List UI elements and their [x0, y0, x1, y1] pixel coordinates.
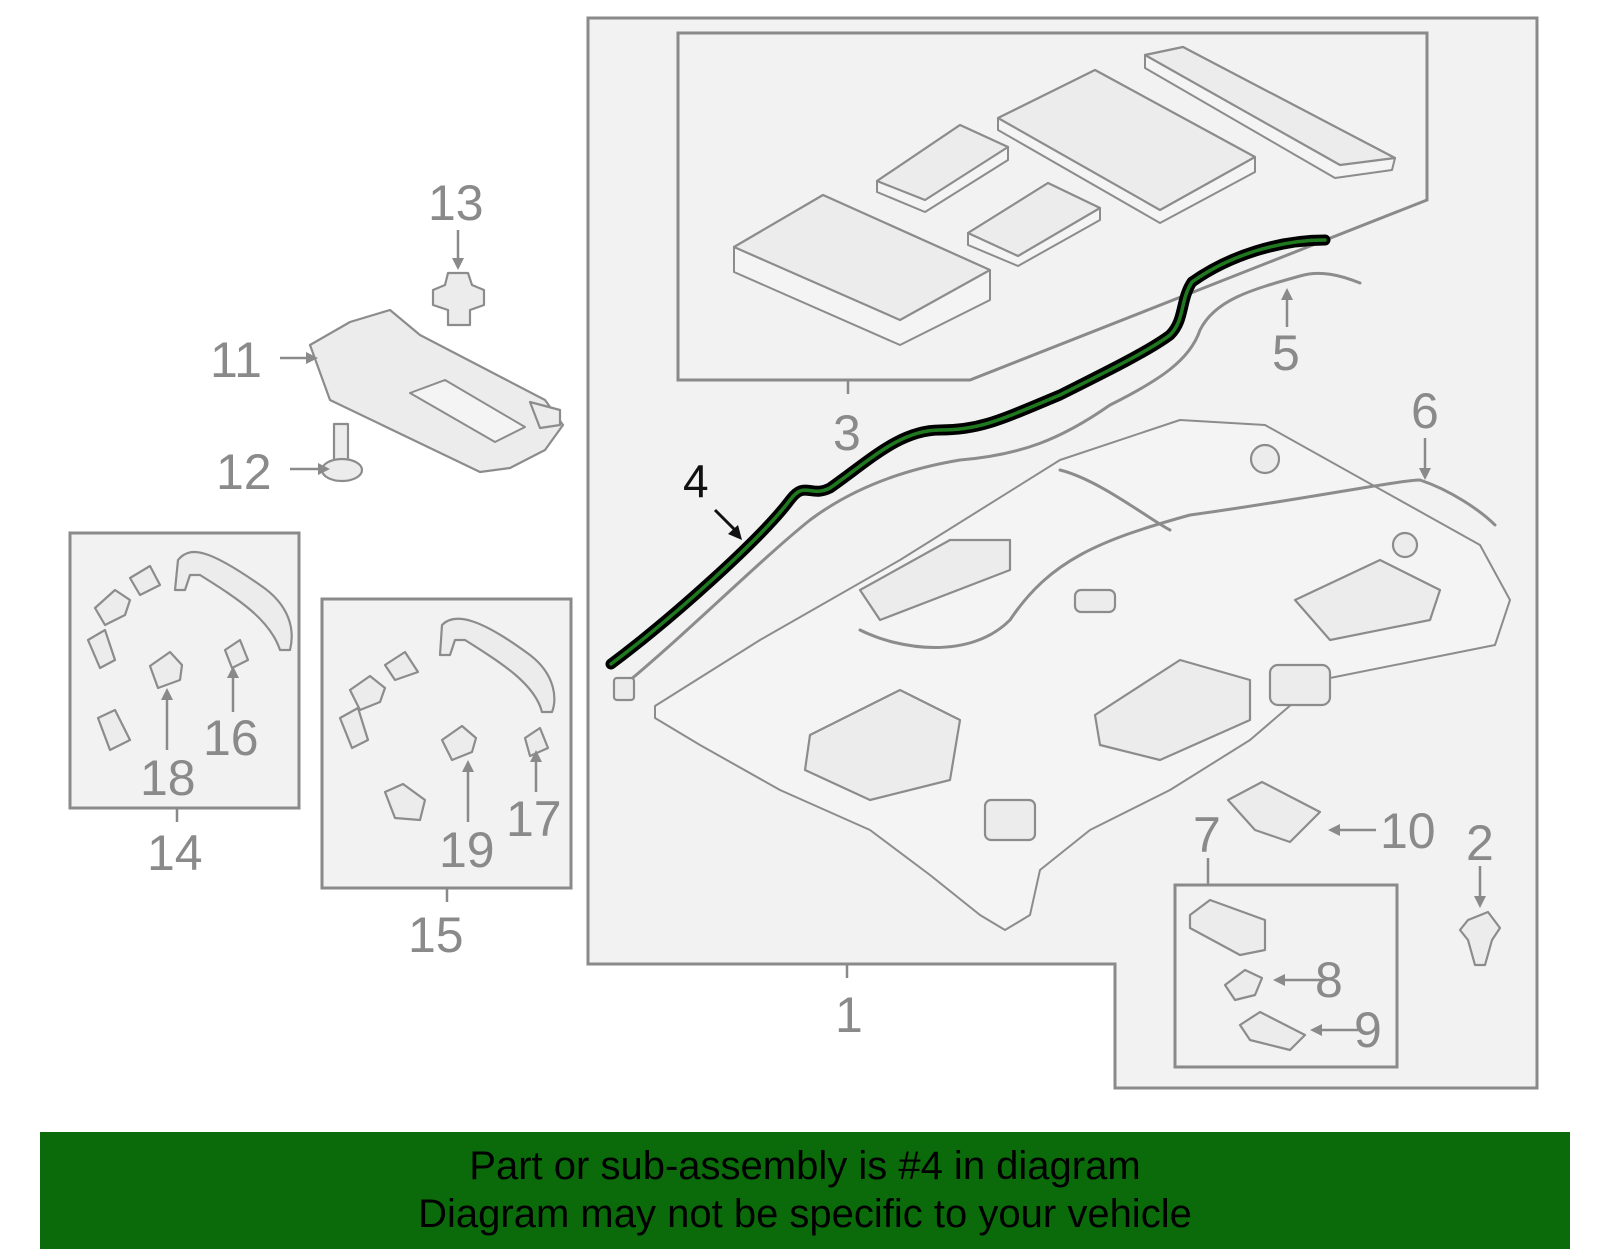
banner-line-2: Diagram may not be specific to your vehi…	[418, 1192, 1192, 1236]
lens-9	[1238, 1010, 1307, 1052]
bulb-8	[1223, 968, 1264, 1002]
sound-pads	[732, 45, 1397, 346]
headliner	[654, 419, 1511, 931]
bolt-12	[320, 422, 364, 483]
callout-5: 5	[1272, 325, 1300, 381]
grab-handle-14	[86, 550, 293, 752]
callout-13: 13	[428, 175, 484, 231]
callout-8: 8	[1315, 952, 1343, 1008]
callout-15: 15	[408, 907, 464, 963]
map-lamp-10	[1226, 780, 1322, 844]
callout-14: 14	[147, 825, 203, 881]
callout-3: 3	[833, 405, 861, 461]
callout-12: 12	[216, 444, 272, 500]
clip-2	[1458, 910, 1502, 967]
callout-9: 9	[1354, 1002, 1382, 1058]
connector-clip	[612, 676, 636, 702]
dome-lamp-7	[1188, 898, 1267, 957]
leader-4	[713, 508, 742, 540]
grab-handle-15	[338, 617, 556, 822]
notice-banner: Part or sub-assembly is #4 in diagram Di…	[40, 1132, 1570, 1249]
callout-1: 1	[835, 987, 863, 1043]
callout-7: 7	[1193, 807, 1221, 863]
callout-10: 10	[1380, 803, 1436, 859]
callout-18: 18	[140, 750, 196, 806]
leader-lines	[161, 230, 1486, 1036]
callout-6: 6	[1411, 383, 1439, 439]
handle-kit-box-14	[68, 531, 301, 810]
callout-4: 4	[683, 455, 709, 507]
callout-11: 11	[210, 332, 262, 388]
banner-line-1: Part or sub-assembly is #4 in diagram	[469, 1144, 1141, 1188]
callout-19: 19	[439, 822, 495, 878]
callout-17: 17	[506, 791, 562, 847]
sun-visor	[308, 308, 565, 474]
wire-harness-5	[616, 271, 1362, 692]
callout-16: 16	[203, 710, 259, 766]
clip-13	[431, 271, 486, 327]
callout-2: 2	[1466, 815, 1494, 871]
